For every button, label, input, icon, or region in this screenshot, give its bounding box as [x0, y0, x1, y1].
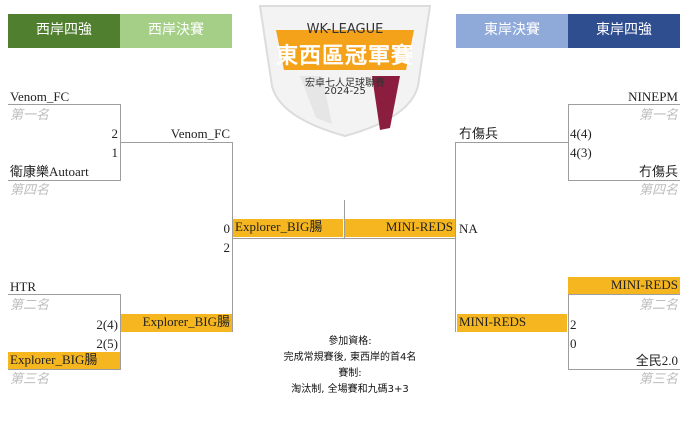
bracket-line: [233, 238, 455, 239]
final-west-team: Explorer_BIG腸: [233, 219, 343, 237]
bracket-line: [568, 180, 680, 181]
east-final-team-bottom: MINI-REDS: [457, 314, 567, 332]
east-semi2-team-b: 全民2.0: [635, 353, 678, 368]
bracket-line: [568, 104, 569, 181]
bracket-line: [120, 294, 121, 370]
final-west-score-top: 0: [223, 221, 231, 236]
west-semi2-score-a: 2(4): [96, 317, 118, 332]
west-semi1-rank-a: 第一名: [10, 107, 50, 122]
east-semi2-rank-b: 第三名: [638, 371, 678, 386]
header-east-final: 東岸決賽: [456, 14, 568, 48]
east-semi1-score-a: 4(4): [570, 126, 592, 141]
logo-league: WK-LEAGUE: [306, 22, 384, 37]
east-semi1-rank-b: 第四名: [638, 182, 678, 197]
bracket-line: [344, 200, 345, 238]
bracket-line: [568, 294, 569, 370]
bracket-line: [120, 142, 232, 143]
note-line-3: 賽制:: [338, 368, 362, 379]
east-semi2-score-a: 2: [570, 317, 577, 332]
bracket-line: [8, 180, 120, 181]
header-west-top4: 西岸四強: [8, 14, 120, 48]
west-semi2-rank-a: 第二名: [10, 297, 50, 312]
west-final-team-bottom: Explorer_BIG腸: [121, 314, 232, 332]
note-line-4: 淘汰制, 全場賽和九碼3+3: [291, 384, 409, 395]
west-semi1-score-a: 2: [111, 126, 119, 141]
west-semi2-team-b: Explorer_BIG腸: [8, 352, 120, 369]
bracket-line: [8, 104, 120, 105]
header-west-final: 西岸決賽: [120, 14, 232, 48]
west-semi1-score-b: 1: [111, 145, 119, 160]
bracket-line: [8, 294, 120, 295]
bracket-line: [568, 104, 680, 105]
final-west-score-bottom: 2: [223, 240, 231, 255]
east-semi2-team-a: MINI-REDS: [568, 277, 680, 294]
league-logo: WK-LEAGUE 東西區冠軍賽 宏卓七人足球聯賽 2024-25: [240, 0, 450, 140]
east-final-team-top: 冇傷兵: [459, 126, 499, 141]
west-semi2-score-b: 2(5): [96, 336, 118, 351]
final-east-team: MINI-REDS: [345, 219, 455, 237]
east-semi1-score-b: 4(3): [570, 145, 592, 160]
logo-subtitle: 宏卓七人足球聯賽: [305, 78, 385, 89]
east-semi2-rank-a: 第二名: [638, 297, 678, 312]
final-east-score: NA: [459, 221, 478, 236]
note-line-1: 參加資格:: [328, 336, 372, 347]
bracket-line: [456, 142, 568, 143]
west-semi2-rank-b: 第三名: [10, 371, 50, 386]
note-line-2: 完成常規賽後, 東西岸的首4名: [283, 352, 417, 363]
east-semi2-score-b: 0: [570, 336, 577, 351]
east-semi1-rank-a: 第一名: [638, 107, 678, 122]
west-semi1-rank-b: 第四名: [10, 182, 50, 197]
bracket-line: [232, 142, 233, 332]
logo-season: 2024-25: [324, 86, 366, 97]
bracket-line: [455, 142, 456, 332]
logo-title: 東西區冠軍賽: [275, 44, 414, 69]
header-east-top4: 東岸四強: [568, 14, 680, 48]
west-final-team-top: Venom_FC: [170, 126, 230, 141]
west-semi2-team-a: HTR: [10, 279, 36, 294]
rules-note: 參加資格: 完成常規賽後, 東西岸的首4名 賽制: 淘汰制, 全場賽和九碼3+3: [250, 334, 450, 398]
west-semi1-team-a: Venom_FC: [10, 89, 70, 104]
west-semi1-team-b: 衛康樂Autoart: [10, 164, 89, 179]
bracket-line: [8, 369, 120, 370]
bracket-line: [568, 294, 680, 295]
east-semi1-team-a: NINEPM: [628, 89, 678, 104]
bracket-line: [568, 369, 680, 370]
logo-emblem: [258, 5, 432, 138]
east-semi1-team-b: 冇傷兵: [638, 164, 678, 179]
